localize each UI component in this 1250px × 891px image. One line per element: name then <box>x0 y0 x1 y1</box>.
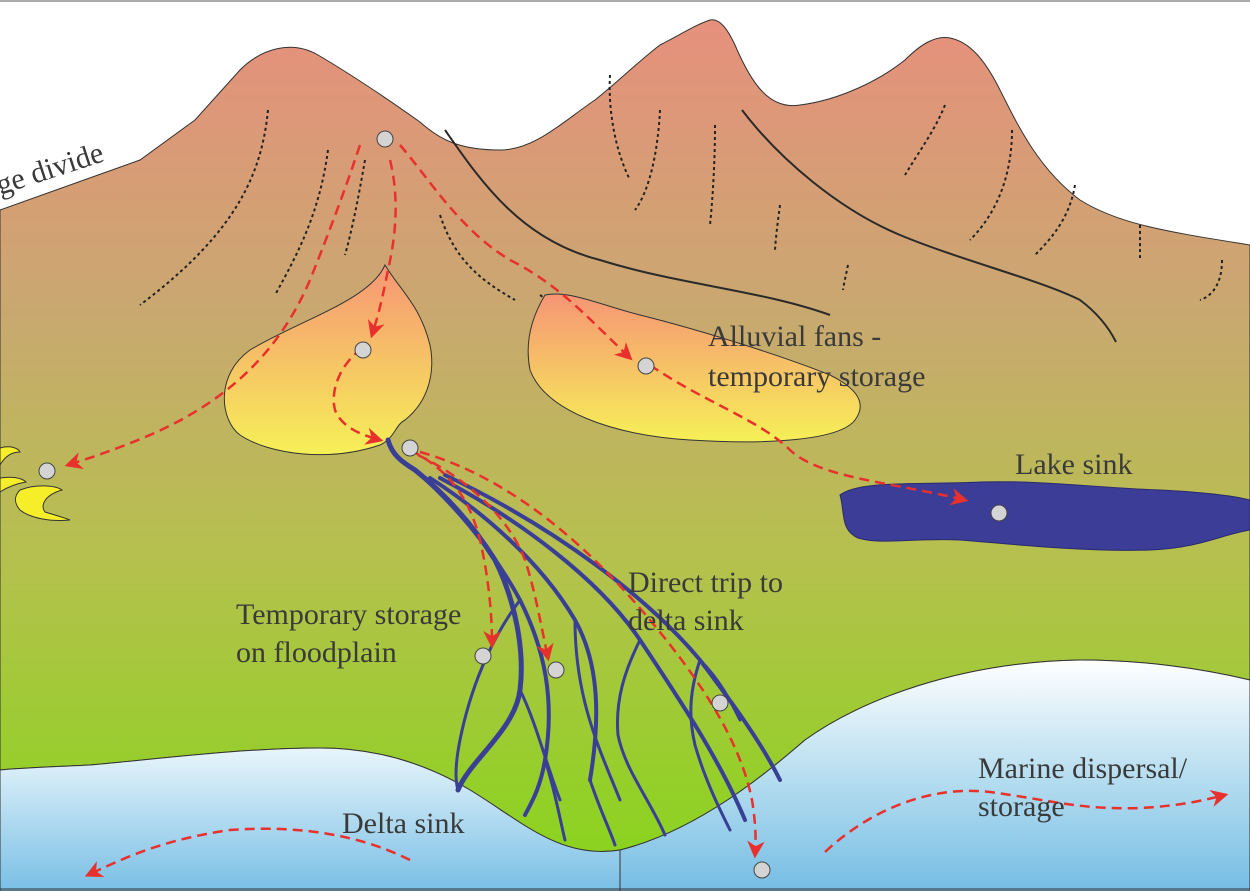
particle-source <box>376 130 394 148</box>
label-alluvial-fans-1: Alluvial fans - <box>708 320 881 353</box>
label-direct-trip-2: delta sink <box>628 604 744 637</box>
path-direct-to-delta <box>419 450 765 859</box>
label-temporary-storage-2: on floodplain <box>236 636 397 669</box>
particle-left-fan-edge <box>38 462 56 480</box>
sediment-particles <box>38 130 1008 879</box>
crescent-fan-1 <box>0 446 21 467</box>
gully-lines <box>139 74 1223 321</box>
ridge-line-left <box>444 129 831 316</box>
particle-fan-left <box>354 341 372 359</box>
label-lake-sink: Lake sink <box>1015 448 1132 481</box>
particle-delta <box>753 861 771 879</box>
path-to-alluvial-fan-right <box>399 144 633 361</box>
crescent-fan-3 <box>15 485 71 521</box>
lake <box>839 481 1250 551</box>
path-to-floodplain-2 <box>417 453 554 662</box>
path-delta-dispersal <box>84 827 411 877</box>
particle-channel-head <box>401 439 419 457</box>
label-delta-sink: Delta sink <box>342 807 464 840</box>
particle-channel-delta <box>711 694 729 712</box>
path-to-left-fan <box>64 144 362 470</box>
sea-right <box>619 659 1250 891</box>
path-marine-dispersal <box>824 789 1229 853</box>
crescent-fan-2 <box>0 476 28 493</box>
path-to-floodplain-1 <box>409 448 501 649</box>
particle-lake <box>990 504 1008 522</box>
path-to-alluvial-fan-left <box>367 159 397 339</box>
particle-floodplain-1 <box>474 647 492 665</box>
river-network <box>385 437 782 847</box>
path-fan-to-channel <box>332 347 384 445</box>
sediment-paths <box>64 144 1229 877</box>
path-fan-to-lake <box>649 363 969 506</box>
label-direct-trip-1: Direct trip to <box>628 566 783 599</box>
particle-floodplain-2 <box>547 661 565 679</box>
label-marine-dispersal-1: Marine dispersal/ <box>978 752 1188 785</box>
label-marine-dispersal-2: storage <box>978 790 1065 823</box>
sea-left <box>0 747 621 891</box>
alluvial-fan-right <box>527 293 861 443</box>
label-temporary-storage-1: Temporary storage <box>236 598 461 631</box>
alluvial-fan-left <box>223 263 433 456</box>
label-alluvial-fans-2: temporary storage <box>708 360 925 393</box>
ridge-line-right <box>741 109 1117 343</box>
particle-fan-right <box>637 357 655 375</box>
